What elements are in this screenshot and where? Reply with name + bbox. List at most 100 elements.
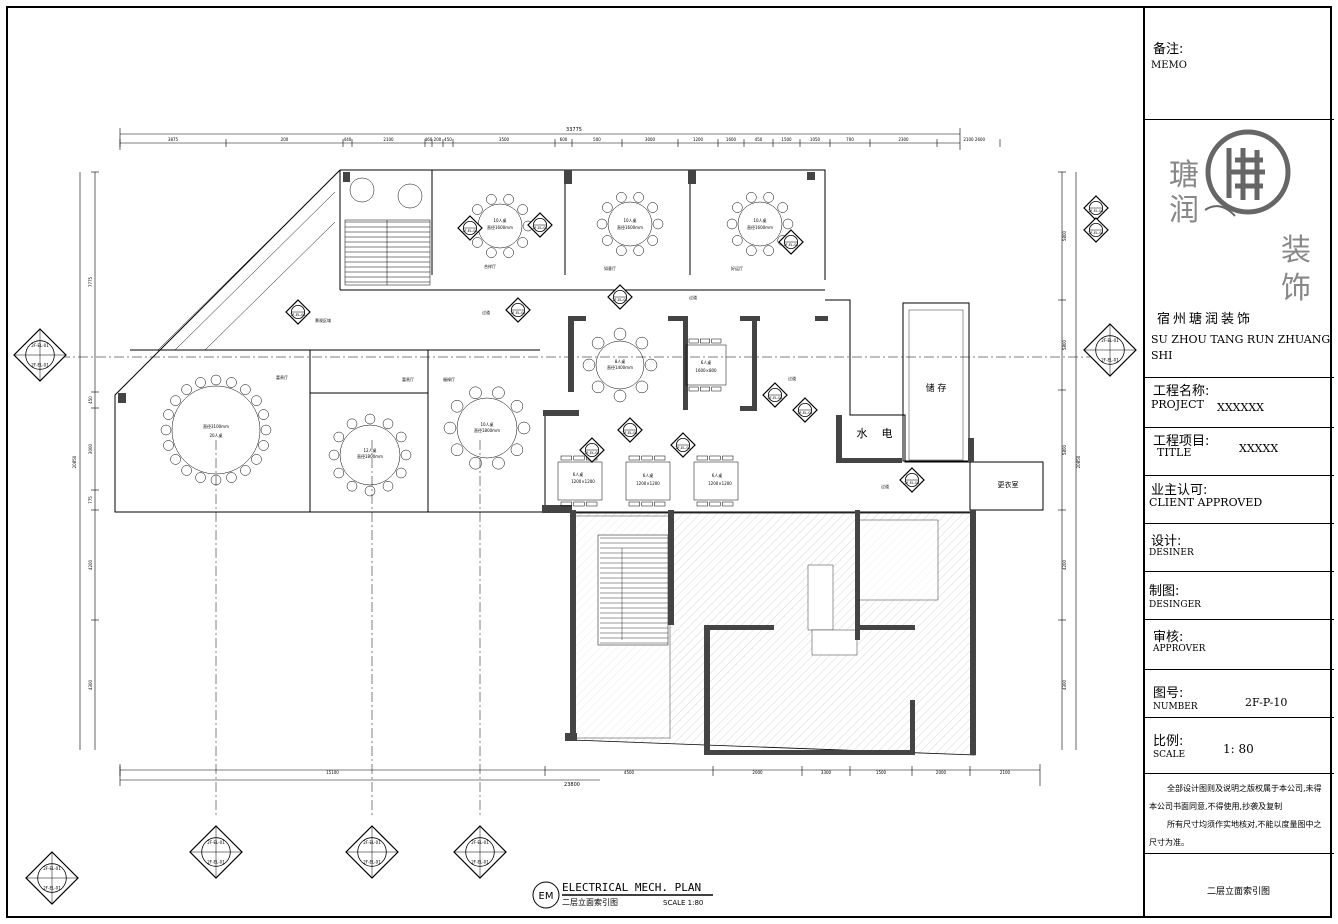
lower-stair [600,537,668,644]
chair [696,455,708,461]
top-dim-label: 1200 [693,137,704,142]
chair [700,386,710,392]
title-value: XXXXX [1239,442,1279,455]
chair [591,336,605,350]
mid-label: 12人桌 [363,447,376,453]
left-dim-label: 450 [88,396,93,404]
chair [333,431,345,443]
index-marker: 2F-EL-01 [285,299,311,325]
title-cn: 工程项目: [1153,434,1210,449]
memo-cn: 备注: [1153,42,1184,57]
round-table [456,397,518,459]
room-labels: 10人桌 直径1600mm 合祥厅 10人桌 直径1600mm 如意厅 10人桌… [203,217,889,489]
chair [726,218,738,230]
chair [696,501,708,507]
bottom-total: 23800 [564,782,580,788]
r2-size: 直径1600mm [617,224,643,230]
top-dim-label: 200 [434,137,442,142]
marker-code: 2F-EL-01 [471,840,489,845]
chair [251,395,262,406]
number-value: 2F-P-10 [1245,696,1288,709]
chair [573,501,585,507]
top-dim-label: 1600 [726,137,737,142]
scale-cell: 比例: SCALE 1: 80 [1145,718,1334,774]
bottom-dim-label: 2000 [936,770,947,775]
company-logo: 瑭 润 装 饰 [1169,129,1311,306]
chair [251,454,262,465]
marker-code: 2F-EL-01 [31,343,49,348]
chair [486,247,497,258]
chair [503,247,514,258]
chair [602,202,613,213]
chair [616,245,627,256]
lower-walls [565,510,976,755]
top-dim-label: 500 [593,137,601,142]
top-dim-label: 440 [344,137,352,142]
r3-label: 10人桌 [753,217,766,223]
sheet-name-cell: 二层立面索引图 [1145,854,1334,916]
chair [616,192,627,203]
index-marker: 2F-EL-01 [670,432,696,458]
company-en: SU ZHOU TANG RUN ZHUANG SHI [1151,333,1331,362]
mid-size: 直径1800mm [357,453,383,459]
chair [711,386,722,392]
marker-code: 2F-EL-01 [43,886,61,891]
chair [777,202,788,213]
sq-label: 6人桌 [701,359,712,365]
r3-name: 好运厅 [731,265,743,271]
bottom-dim-label: 4500 [624,770,635,775]
chair [181,465,192,476]
designer-cell: 设计: DESINER [1145,524,1334,572]
drafter-cn: 制图: [1149,584,1180,599]
index-marker: 2F-EL-01 [457,215,483,241]
marker-code: 2F-EL-01 [510,311,525,315]
chair [503,194,514,205]
client-cn: 业主认可: [1151,483,1208,498]
marker-code: 2F-EL-01 [1101,358,1119,363]
index-marker: 2F-EL-01 [1083,195,1109,221]
right-dim-label: 5800 [1062,230,1067,241]
marker-code: 2F-EL-01 [1088,209,1103,213]
corridor-4: 过道 [881,483,889,489]
water-label: 水 [857,427,868,440]
chair [688,338,699,344]
marker-code: 2F-EL-01 [471,860,489,865]
marker-code: 2F-EL-01 [290,313,305,317]
chair [258,409,269,420]
chair [170,395,181,406]
em-badge: EM [539,891,554,902]
chair [163,440,174,451]
note-dimensions: 所有尺寸均须作实地核对,不能以度量图中之尺寸为准。 [1149,820,1322,847]
top-dim-label: 2100 [963,137,974,142]
landscape-label: 景观区域 [315,317,331,323]
chair [711,338,722,344]
logo-cell: 瑭 润 装 饰 宿州瑭润装饰 SU ZHOU TANG RUN ZHUANG S… [1145,120,1334,378]
project-cn: 工程名称: [1153,384,1210,399]
round-table [339,424,401,486]
chair [400,449,412,461]
round-table [171,385,261,475]
approver-en: APPROVER [1153,644,1206,654]
top-dim-label: 1050 [810,137,821,142]
chair [709,501,721,507]
chair [635,380,649,394]
chair [170,454,181,465]
top-dim-label: 2100 [383,137,394,142]
chair [560,455,572,461]
project-cell: 工程名称: PROJECT XXXXXX [1145,378,1334,428]
sq-size: 1600×800 [695,368,717,373]
chair [647,202,658,213]
corridor-2: 过道 [689,294,697,300]
chair [395,467,407,479]
marker-code: 2F-EL-01 [43,866,61,871]
marker-code: 2F-EL-01 [1088,231,1103,235]
t2-size: 1200×1200 [636,481,660,486]
top-dim-label: 3000 [645,137,656,142]
logo-char-1: 瑭 [1169,158,1199,193]
chair [510,443,524,456]
